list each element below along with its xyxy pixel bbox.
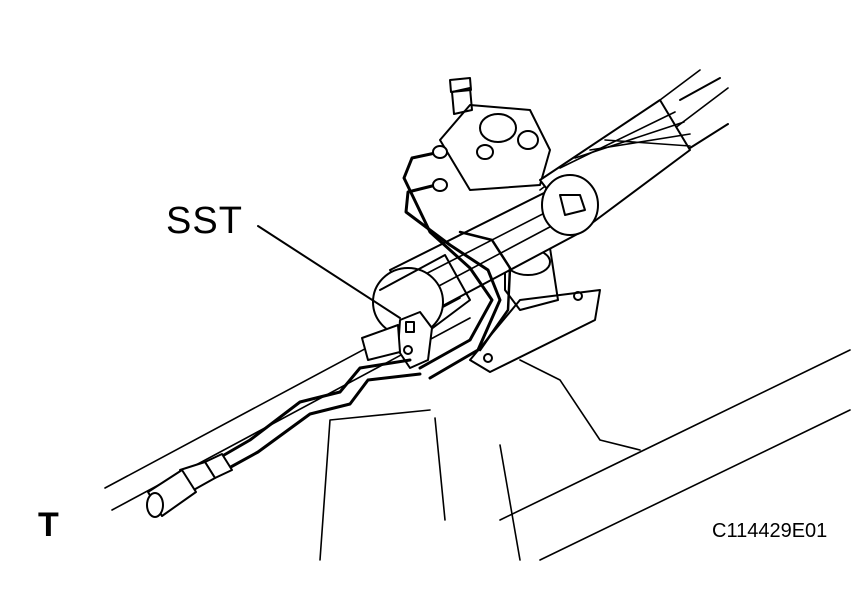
hydraulic-lines (402, 145, 512, 380)
sst-label: SST (166, 200, 243, 242)
sst-tool (361, 311, 433, 369)
view-letter-label: T (38, 506, 59, 544)
gear-housing (439, 77, 551, 191)
sst-leader-line (257, 225, 401, 319)
figure-code-label: C114429E01 (712, 520, 828, 542)
rack-boot (539, 77, 729, 236)
sst-hose (146, 358, 422, 518)
